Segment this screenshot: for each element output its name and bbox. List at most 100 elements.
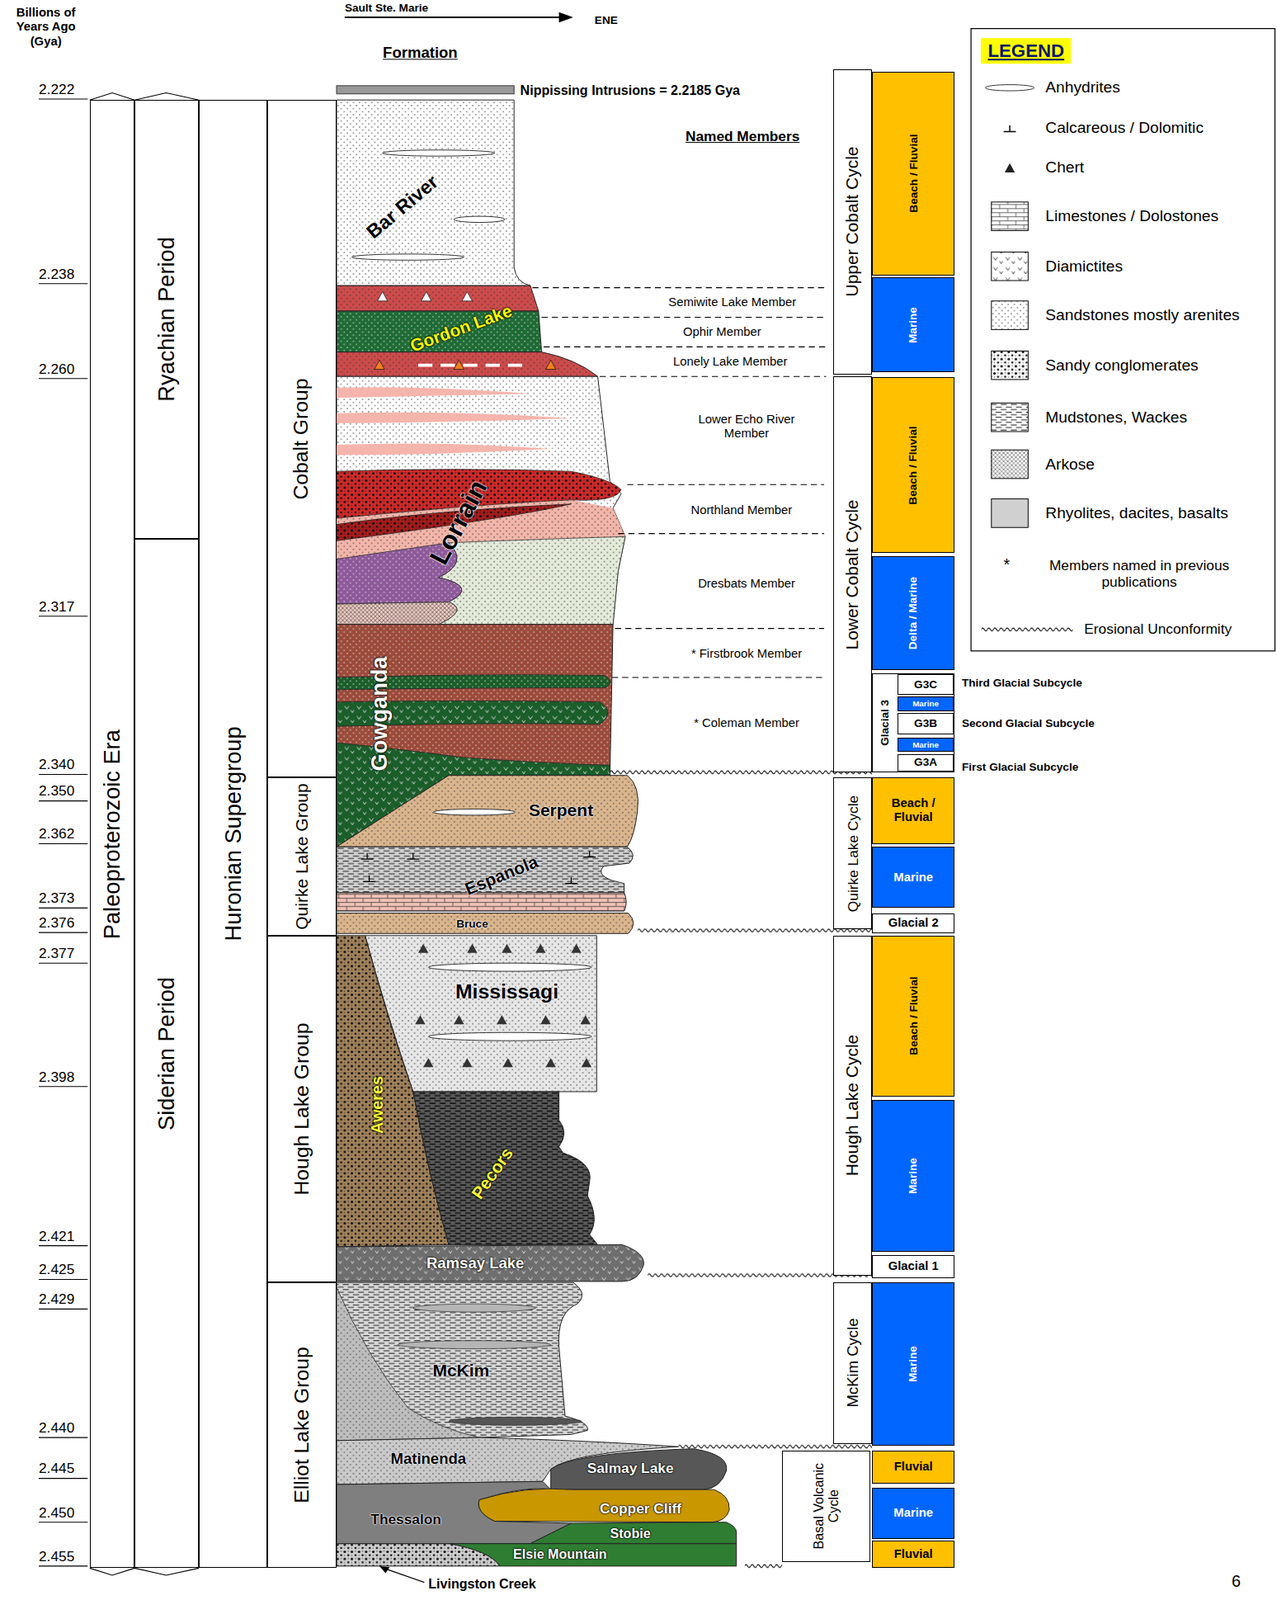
rock-unit bbox=[336, 376, 626, 624]
age-tick bbox=[38, 1085, 88, 1087]
chert-symbol bbox=[580, 1014, 591, 1024]
rock-unit bbox=[336, 1543, 500, 1566]
annotation-text: Second Glacial Subcycle bbox=[961, 716, 1095, 731]
anhydrite-lens bbox=[428, 962, 592, 971]
formation-name: Copper Cliff bbox=[599, 1500, 682, 1518]
chert-symbol bbox=[374, 359, 557, 369]
rock-unit bbox=[336, 624, 613, 776]
legend-panel bbox=[991, 350, 1029, 380]
rock-unit bbox=[336, 412, 571, 424]
time-band: Siderian Period bbox=[134, 538, 199, 1569]
annotation-text: * bbox=[1003, 554, 1010, 574]
unconformity-line bbox=[609, 768, 872, 1569]
calcareous-symbol bbox=[406, 852, 420, 859]
age-tick bbox=[38, 773, 88, 775]
time-band: Ryachian Period bbox=[134, 99, 199, 539]
age-tick bbox=[38, 282, 88, 284]
annotation-text: LEGEND bbox=[980, 37, 1071, 65]
annotation-text: * Coleman Member bbox=[693, 716, 800, 731]
member-boundary bbox=[543, 346, 826, 348]
annotation-text: 2.440 bbox=[38, 1419, 75, 1437]
unconformity-line bbox=[744, 1562, 783, 1569]
annotation-text: 2.340 bbox=[38, 756, 75, 773]
member-boundary bbox=[615, 627, 825, 629]
chert-symbol bbox=[374, 292, 592, 1068]
text-area: Quirke Lake Cycle bbox=[834, 777, 872, 929]
band-text: Fluvial bbox=[894, 1459, 934, 1474]
environment-cell: Beach / Fluvial bbox=[871, 71, 955, 276]
band-text: Beach / Fluvial bbox=[906, 134, 920, 213]
age-tick bbox=[38, 1308, 88, 1310]
annotation-text: Third Glacial Subcycle bbox=[961, 677, 1083, 691]
text-area: Upper Cobalt Cycle bbox=[834, 70, 872, 374]
legend-panel bbox=[991, 202, 1029, 231]
leader-line bbox=[386, 1569, 425, 1583]
rock-unit bbox=[336, 892, 627, 911]
legend-swatch bbox=[991, 499, 1029, 528]
anhydrite-lens bbox=[352, 254, 465, 260]
chert-symbol bbox=[376, 292, 387, 302]
formation-name: Bruce bbox=[456, 917, 489, 931]
legend-panel bbox=[980, 626, 1073, 632]
formation-name: McKim bbox=[432, 1359, 490, 1380]
cycle-box: Hough Lake Cycle bbox=[833, 935, 872, 1276]
chert-symbol bbox=[496, 1014, 507, 1024]
environment-cell: Beach / Fluvial bbox=[871, 777, 955, 844]
band-text: G3B bbox=[914, 716, 938, 731]
chert-symbol bbox=[374, 359, 385, 369]
chert-symbol bbox=[423, 1057, 434, 1067]
anhydrite-lens bbox=[433, 808, 515, 815]
annotation-text: ENE bbox=[594, 14, 618, 28]
age-tick bbox=[38, 1244, 88, 1246]
annotation-text: 2.445 bbox=[38, 1460, 75, 1477]
group-band: Hough Lake Group bbox=[267, 935, 337, 1282]
rock-unit bbox=[413, 1091, 599, 1245]
rock-unit bbox=[336, 624, 613, 776]
environment-cell: Glacial 3G3CMarineG3BMarineG3A bbox=[871, 673, 955, 773]
text-area: Glacial 3 bbox=[872, 673, 898, 772]
text-area: Marine bbox=[872, 278, 954, 372]
environment-cell: Fluvial bbox=[871, 1450, 955, 1484]
rock-unit bbox=[336, 99, 531, 286]
annotation-text: 2.362 bbox=[38, 825, 75, 843]
chert-symbol bbox=[503, 1057, 514, 1067]
chert-symbol bbox=[581, 1057, 592, 1067]
legend-panel bbox=[991, 449, 1029, 479]
band-text: G3C bbox=[914, 678, 938, 692]
text-area: Beach / Fluvial bbox=[872, 936, 954, 1096]
annotation-text: 2.425 bbox=[38, 1261, 75, 1278]
time-band: Paleoproterozoic Era bbox=[89, 99, 135, 1568]
band-text: Upper Cobalt Cycle bbox=[843, 146, 863, 297]
band-text: Huronian Supergroup bbox=[220, 726, 246, 942]
text-area: Hough Lake Group bbox=[268, 936, 336, 1282]
formation-name: Stobie bbox=[610, 1525, 651, 1541]
text-area: Marine bbox=[898, 697, 953, 710]
legend-panel bbox=[970, 28, 1275, 651]
text-area: Fluvial bbox=[872, 1451, 954, 1483]
text-area: Quirke Lake Group bbox=[268, 777, 336, 935]
environment-cell: G3C bbox=[897, 673, 954, 695]
cycle-box: Lower Cobalt Cycle bbox=[833, 376, 872, 773]
environment-cell: G3B bbox=[897, 712, 954, 735]
rock-unit bbox=[530, 1522, 737, 1544]
calcareous-symbol bbox=[565, 876, 578, 883]
environment-cell: Beach / Fluvial bbox=[871, 935, 955, 1097]
legend-panel bbox=[984, 84, 1034, 91]
annotation-text: Nippissing Intrusions = 2.2185 Gya bbox=[520, 82, 740, 98]
leader-line bbox=[379, 1565, 425, 1583]
rock-unit bbox=[336, 892, 627, 911]
environment-cell: Marine bbox=[871, 846, 955, 908]
rock-unit bbox=[336, 442, 552, 455]
formation-name: Matinenda bbox=[390, 1449, 467, 1467]
formation-name: Ramsay Lake bbox=[426, 1253, 524, 1272]
band-text: Glacial 3 bbox=[878, 699, 892, 746]
rock-unit bbox=[336, 376, 626, 624]
chert-symbol bbox=[421, 292, 432, 302]
chert-symbol bbox=[418, 363, 531, 368]
legend-text: Members named in previous publications bbox=[1042, 557, 1237, 591]
band-text: Marine bbox=[906, 306, 920, 344]
age-tick bbox=[38, 1564, 88, 1566]
rock-unit bbox=[336, 775, 638, 848]
age-tick bbox=[38, 843, 88, 844]
